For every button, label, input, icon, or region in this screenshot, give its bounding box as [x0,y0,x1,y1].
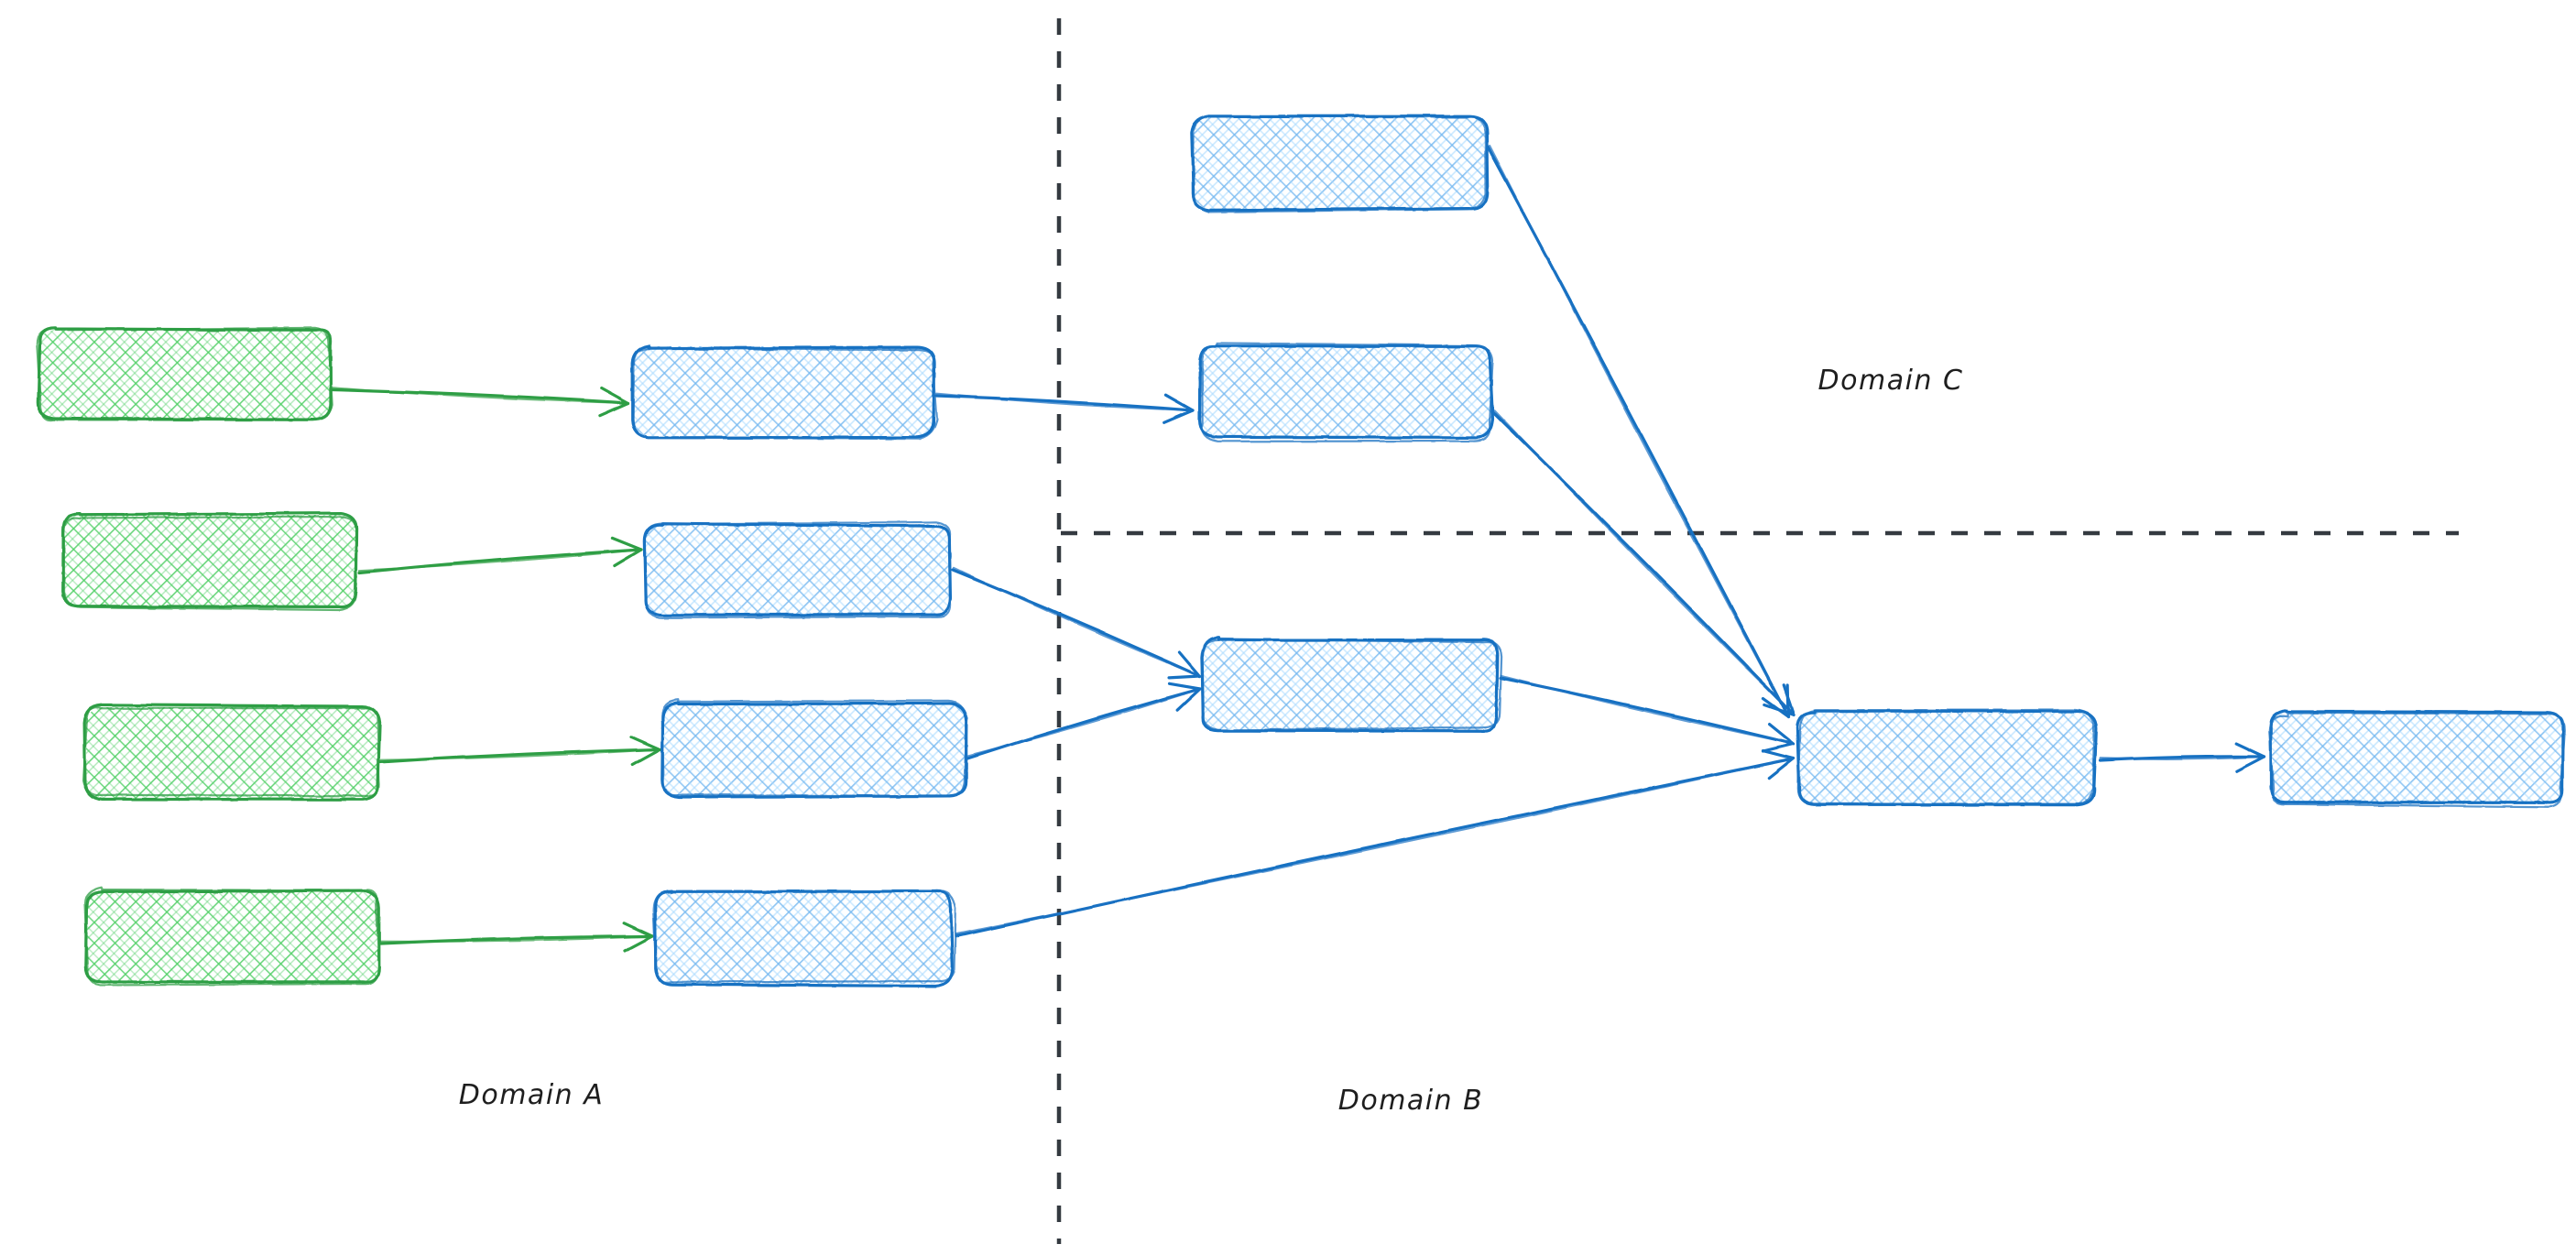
node-blue-6[interactable] [1197,342,1495,442]
node-fill [632,346,934,436]
edge-arrowhead [1762,722,1796,753]
node-fill [62,515,357,606]
edge-a2-b2 [357,536,643,574]
node-outline-echo [1201,342,1494,442]
domain-b-label: Domain B [1338,1085,1484,1117]
node-outline [1197,344,1495,440]
edge-b1-c2 [934,392,1195,424]
edge-arrowhead [1763,683,1796,716]
edge-arrowhead [2234,741,2266,773]
edge-arrowhead [1762,748,1796,780]
edge-line-echo [1489,144,1789,717]
edge-line-echo [331,386,629,404]
node-outline-echo [1796,708,2095,805]
node-fill [1799,713,2094,804]
node-outline-echo [652,889,957,984]
node-fill [645,524,949,616]
node-green-3[interactable] [82,703,382,802]
node-outline-echo [1191,115,1488,213]
node-layer [36,115,2566,988]
node-blue-3[interactable] [660,698,968,799]
node-blue-8[interactable] [1796,708,2098,807]
node-green-2[interactable] [61,511,358,612]
node-fill [2270,713,2563,804]
node-outline [1190,115,1490,212]
node-fill [656,890,953,984]
edge-c1-d1 [1486,144,1790,718]
node-blue-7[interactable] [1200,636,1503,733]
edge-arrowhead [1167,650,1202,680]
edge-line-echo [2098,756,2265,760]
node-fill [663,704,966,797]
edge-line-echo [935,392,1194,411]
node-green-4[interactable] [83,886,381,987]
edge-layer [330,144,2266,953]
node-blue-9[interactable] [2268,709,2566,808]
node-blue-5[interactable] [1190,115,1490,213]
node-outline-echo [36,326,333,421]
edge-a4-b4 [379,922,654,953]
node-green-1[interactable] [36,326,333,421]
node-outline-echo [62,515,357,612]
node-outline-echo [1200,638,1503,732]
node-blue-2[interactable] [643,520,953,619]
edge-b3-c3 [966,682,1202,760]
edge-d1-e1 [2098,741,2266,773]
edge-arrowhead [629,735,661,767]
edge-arrowhead [1167,682,1202,712]
edge-arrowhead [598,386,630,418]
edge-arrowhead [622,922,654,953]
node-fill [1198,346,1491,438]
edge-line-echo [357,549,642,572]
edge-line-echo [966,688,1201,758]
edge-b4-d1 [955,748,1796,938]
edge-line-echo [379,935,653,943]
edge-c2-d1 [1491,409,1796,716]
edge-b2-c3 [951,566,1202,680]
node-outline-echo [660,698,968,798]
edge-line-echo [952,566,1201,677]
node-fill [38,330,332,420]
domain-a-label: Domain A [459,1079,604,1111]
node-outline-echo [82,705,381,798]
node-blue-1[interactable] [630,344,939,441]
edge-a1-b1 [330,386,630,418]
divider-layer [1056,18,2459,1244]
edge-c3-d1 [1499,674,1796,753]
node-fill [1204,639,1499,731]
node-fill [86,890,379,984]
edge-line-echo [377,748,660,761]
edge-a3-b3 [377,735,661,767]
edge-line-echo [1500,674,1795,745]
node-fill [86,707,377,799]
edge-arrowhead [1162,393,1195,424]
edge-arrowhead [610,536,643,568]
edge-line-echo [955,758,1795,935]
node-outline-echo [2268,712,2566,808]
node-fill [1193,117,1486,209]
node-outline-echo [644,520,952,619]
edge-line-echo [1493,409,1795,715]
node-outline-echo [631,347,939,441]
node-outline-echo [83,886,380,987]
domain-c-label: Domain C [1818,365,1964,397]
label-layer: Domain A Domain B Domain C [459,365,1964,1117]
node-blue-4[interactable] [652,889,957,988]
